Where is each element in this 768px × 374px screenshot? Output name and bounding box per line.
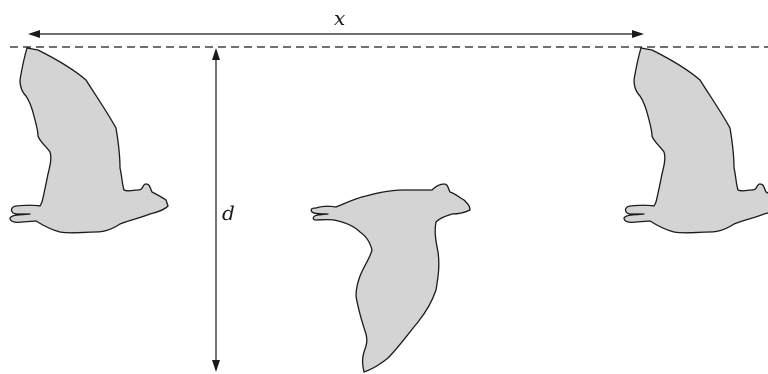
bat-left-wings-up [9,47,169,234]
vertical-distance-arrow [212,48,220,372]
vertical-distance-label: d [222,201,235,225]
bat-middle-wings-down [310,183,471,373]
bat-right-wings-up [623,47,768,234]
horizontal-distance-label: x [334,6,345,30]
horizontal-distance-arrow [28,30,644,38]
